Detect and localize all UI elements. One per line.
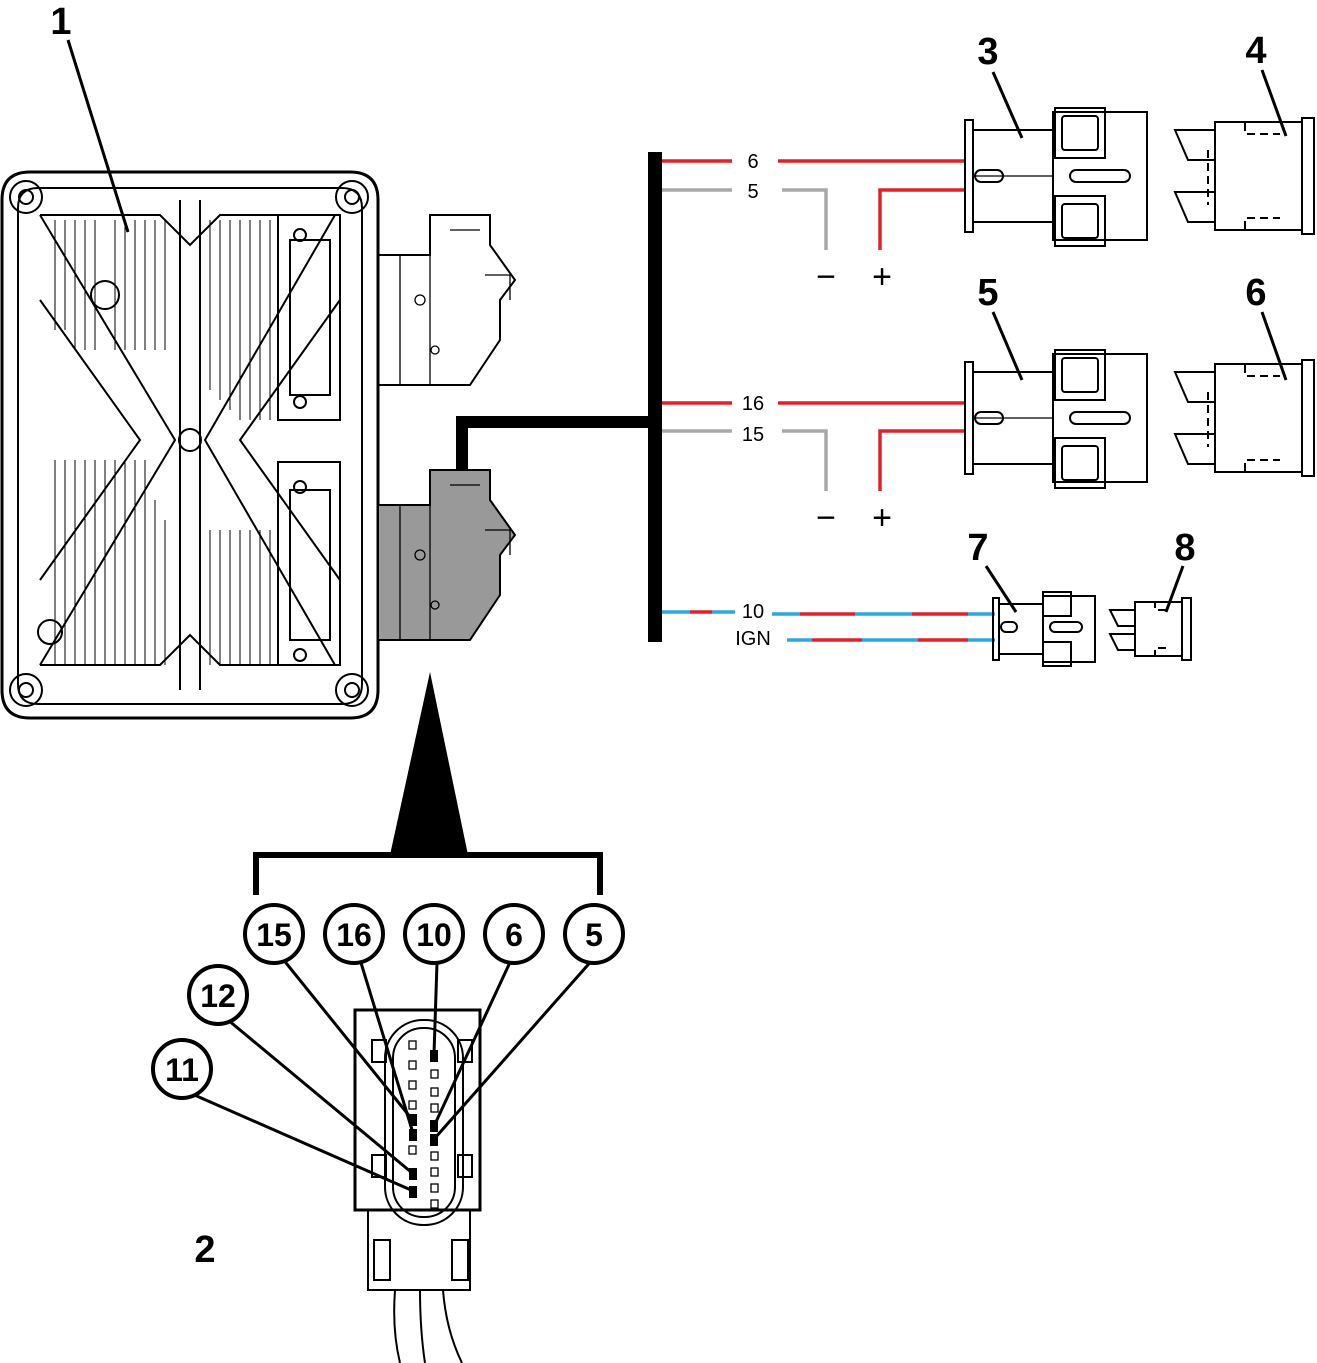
pin-callout-16: 16: [323, 903, 385, 965]
wire-label-10: 10: [742, 601, 764, 623]
polarity-minus: −: [816, 258, 836, 296]
svg-text:10: 10: [416, 917, 452, 953]
svg-text:15: 15: [256, 917, 292, 953]
control-module: [0, 170, 380, 720]
leader-lines: [66, 39, 1288, 613]
pin-leader-lines: [182, 952, 596, 1192]
callout-7: 7: [967, 527, 988, 569]
relay-socket-3: [964, 107, 1148, 247]
relay-6: [1173, 359, 1315, 477]
detail-pointer: [390, 672, 468, 855]
corner-bolt: [9, 673, 43, 707]
corner-bolt: [9, 180, 43, 214]
cooling-fins-top-right: [209, 220, 271, 420]
wire-feed-3: [878, 188, 965, 250]
svg-text:11: 11: [165, 1052, 199, 1088]
wire-label-6: 6: [747, 151, 758, 173]
pin-10-cavity: [430, 1050, 438, 1062]
svg-text:5: 5: [585, 917, 603, 953]
relay-4: [1173, 117, 1315, 235]
harness: [456, 152, 662, 642]
pin-11-cavity: [409, 1186, 417, 1198]
relay-socket-5: [964, 349, 1148, 489]
fuse-8: [1108, 597, 1192, 661]
pin-16-cavity: [409, 1129, 417, 1141]
pin-5-cavity: [430, 1134, 438, 1146]
wire-5: [662, 188, 828, 250]
wire-label-5: 5: [747, 181, 758, 203]
pin-callout-12: 12: [187, 964, 249, 1026]
wire-label-15: 15: [742, 424, 764, 446]
module-connector-lower: [377, 469, 517, 641]
polarity-plus: +: [872, 258, 892, 296]
wire-10: [662, 610, 995, 616]
polarity-minus: −: [816, 499, 836, 537]
callout-5: 5: [977, 272, 998, 314]
pin-callout-11: 11: [151, 1038, 213, 1100]
cooling-fins-top-left: [54, 220, 166, 350]
pin-12-cavity: [409, 1168, 417, 1180]
callout-8: 8: [1174, 527, 1195, 569]
detail-bracket: [253, 852, 603, 895]
svg-text:16: 16: [336, 917, 372, 953]
cooling-fins-bottom-left: [54, 460, 166, 665]
pin-6-cavity: [430, 1120, 438, 1132]
pin-callout-10: 10: [403, 903, 465, 965]
callout-6: 6: [1245, 272, 1266, 314]
callout-1: 1: [50, 1, 71, 43]
wire-15: [662, 429, 828, 491]
polarity-plus: +: [872, 499, 892, 537]
header-frame-upper: [277, 214, 341, 421]
pin-15-cavity: [409, 1114, 417, 1126]
wire-label-16: 16: [742, 393, 764, 415]
corner-bolt: [335, 180, 369, 214]
svg-text:6: 6: [505, 917, 523, 953]
pin-callout-5: 5: [563, 903, 625, 965]
pin-callout-15: 15: [243, 903, 305, 965]
center-hole: [178, 428, 202, 452]
callout-3: 3: [977, 31, 998, 73]
wire-feed-5: [878, 429, 965, 491]
module-connector-upper: [377, 214, 517, 386]
wire-label-ign: IGN: [735, 628, 771, 650]
cooling-fins-bottom-right: [209, 530, 271, 665]
corner-bolt: [335, 673, 369, 707]
header-frame-lower: [277, 461, 341, 666]
connector-face-view: [353, 1008, 482, 1363]
callout-2: 2: [194, 1229, 215, 1271]
svg-text:12: 12: [200, 978, 236, 1014]
fuse-holder-7: [992, 591, 1096, 667]
callout-4: 4: [1245, 30, 1266, 72]
pin-callout-6: 6: [483, 903, 545, 965]
